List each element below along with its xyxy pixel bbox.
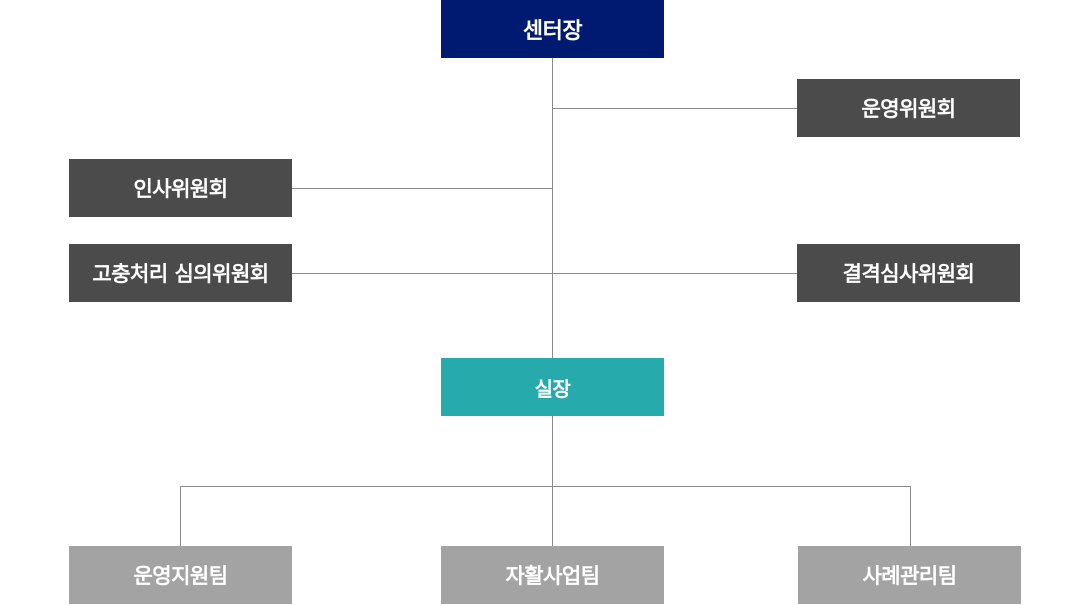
node-grievance-committee-label: 고충처리 심의위원회 bbox=[92, 262, 269, 286]
node-disqualification-committee: 결격심사위원회 bbox=[797, 244, 1020, 302]
node-personnel-committee-label: 인사위원회 bbox=[133, 177, 228, 201]
node-case-management-team: 사례관리팀 bbox=[798, 546, 1021, 604]
node-self-sufficiency-team: 자활사업팀 bbox=[441, 546, 664, 604]
node-disqualification-committee-label: 결격심사위원회 bbox=[842, 262, 975, 286]
node-director-label: 센터장 bbox=[522, 19, 583, 44]
branch-operation-support bbox=[180, 486, 181, 546]
node-chief: 실장 bbox=[441, 358, 664, 416]
node-operation-committee: 운영위원회 bbox=[797, 79, 1020, 137]
chief-to-teams-line bbox=[552, 416, 553, 546]
node-operation-support-team: 운영지원팀 bbox=[69, 546, 292, 604]
node-chief-label: 실장 bbox=[534, 376, 571, 401]
node-grievance-committee: 고충처리 심의위원회 bbox=[69, 244, 292, 302]
connector-grievance-disqualification bbox=[292, 273, 797, 274]
node-operation-support-team-label: 운영지원팀 bbox=[133, 564, 228, 588]
node-case-management-team-label: 사례관리팀 bbox=[862, 564, 957, 588]
node-director: 센터장 bbox=[441, 0, 664, 58]
node-self-sufficiency-team-label: 자활사업팀 bbox=[505, 564, 600, 588]
node-operation-committee-label: 운영위원회 bbox=[861, 97, 956, 121]
connector-personnel-committee bbox=[292, 188, 553, 189]
teams-branch-line bbox=[180, 486, 911, 487]
node-personnel-committee: 인사위원회 bbox=[69, 159, 292, 217]
main-trunk-line bbox=[552, 58, 553, 358]
connector-operation-committee bbox=[552, 108, 797, 109]
branch-case-management bbox=[910, 486, 911, 546]
